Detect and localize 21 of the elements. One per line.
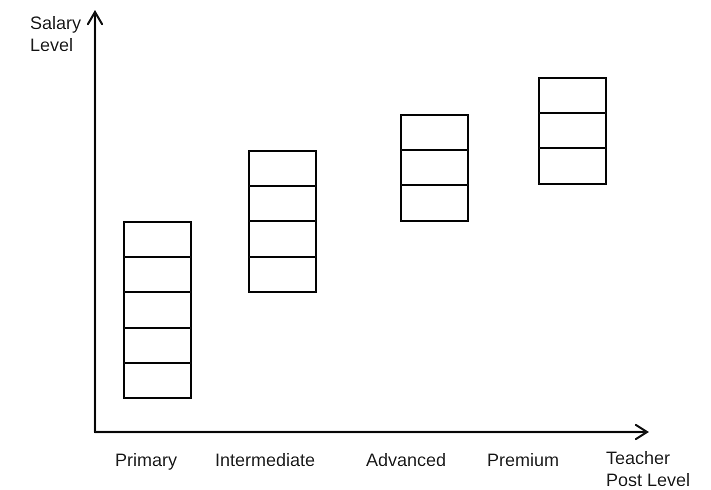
step-box [400, 184, 469, 222]
axis-label: Teacher Post Level [606, 447, 692, 490]
category-label: Primary [115, 449, 177, 471]
step-box [248, 150, 317, 188]
step-box [123, 326, 192, 364]
step-box [400, 149, 469, 187]
step-box [400, 114, 469, 152]
category-label: Premium [487, 449, 560, 471]
step-box [248, 220, 317, 258]
step-box [123, 291, 192, 330]
step-box [538, 77, 607, 115]
category-label: Advanced [366, 449, 446, 471]
step-box [538, 147, 607, 186]
step-box [123, 256, 192, 294]
step-box [123, 221, 192, 259]
step-box [248, 185, 317, 223]
step-box [538, 112, 607, 150]
step-box [248, 256, 317, 294]
step-box [123, 362, 192, 400]
axis-label: Salary Level [30, 12, 82, 56]
category-label: Intermediate [215, 449, 316, 471]
